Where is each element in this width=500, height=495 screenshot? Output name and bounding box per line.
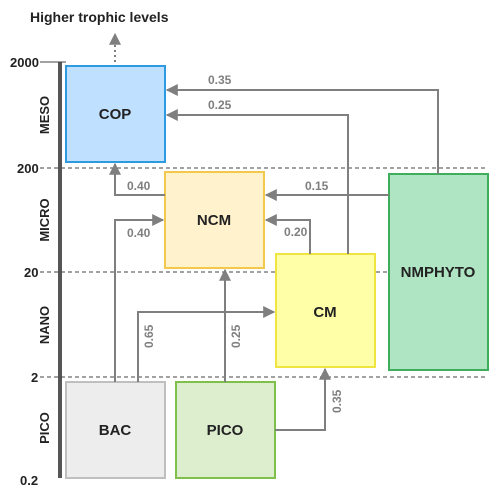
zone-nano: NANO bbox=[37, 306, 52, 344]
box-cop-label: COP bbox=[99, 106, 132, 123]
zone-pico: PICO bbox=[37, 412, 52, 444]
flow-label-cm-cop: 0.25 bbox=[208, 98, 232, 112]
flow-cm-cop bbox=[165, 109, 349, 254]
flow-bac-cm bbox=[137, 306, 276, 382]
box-bac: BAC bbox=[65, 381, 166, 479]
flow-nmphyto-cop bbox=[165, 84, 439, 174]
box-cop: COP bbox=[65, 65, 166, 163]
flow-label-bac-cm: 0.65 bbox=[142, 324, 156, 348]
box-cm: CM bbox=[275, 253, 376, 368]
size-tick-200: 200 bbox=[17, 161, 39, 176]
flow-cm-ncm bbox=[264, 214, 311, 254]
flow-label-pico-cm: 0.35 bbox=[330, 389, 344, 413]
flow-label-bac-ncm: 0.40 bbox=[127, 226, 151, 240]
size-tick-0-2: 0.2 bbox=[20, 473, 38, 488]
flow-label-ncm-cop: 0.40 bbox=[127, 179, 151, 193]
flow-pico-cm bbox=[275, 367, 331, 431]
box-pico: PICO bbox=[175, 381, 276, 479]
box-bac-label: BAC bbox=[99, 422, 132, 439]
box-nmphyto: NMPHYTO bbox=[388, 173, 489, 371]
flow-label-nmphyto-ncm: 0.15 bbox=[305, 179, 329, 193]
flow-label-pico-ncm: 0.25 bbox=[229, 324, 243, 348]
diagram-title: Higher trophic levels bbox=[30, 9, 169, 25]
flow-label-nmphyto-cop: 0.35 bbox=[208, 73, 232, 87]
flow-label-cm-ncm: 0.20 bbox=[284, 225, 308, 239]
size-tick-20: 20 bbox=[24, 265, 38, 280]
box-pico-label: PICO bbox=[207, 422, 244, 439]
flow-bac-ncm bbox=[114, 214, 165, 382]
size-tick-2: 2 bbox=[31, 370, 38, 385]
box-cm-label: CM bbox=[313, 304, 336, 321]
size-tick-2000: 2000 bbox=[10, 55, 39, 70]
zone-micro: MICRO bbox=[37, 198, 52, 241]
flow-ncm-cop bbox=[109, 162, 165, 196]
box-ncm-label: NCM bbox=[197, 212, 231, 229]
box-nmphyto-label: NMPHYTO bbox=[401, 264, 476, 281]
zone-meso: MESO bbox=[37, 96, 52, 134]
box-ncm: NCM bbox=[164, 171, 265, 269]
